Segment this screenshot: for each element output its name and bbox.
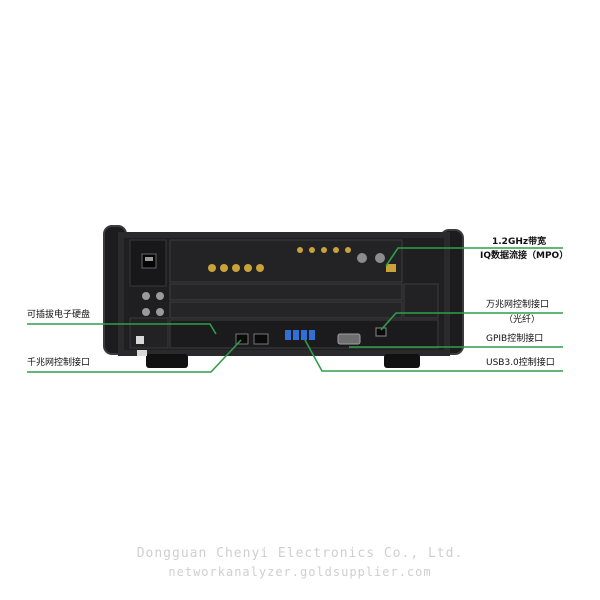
callout-gigabit: 千兆网控制接口 — [27, 358, 91, 368]
leader-line-tengig — [380, 312, 563, 331]
leader-line-gigabit — [27, 339, 242, 373]
watermark-site: networkanalyzer.goldsupplier.com — [168, 565, 432, 579]
mpo-port — [386, 264, 396, 272]
watermark-company: Dongguan Chenyi Electronics Co., Ltd. — [136, 546, 464, 561]
gpib-port — [337, 333, 361, 345]
callout-tengig-line2: （光纤） — [504, 315, 541, 325]
callout-gpib: GPIB控制接口 — [486, 334, 544, 344]
gold-connector — [244, 264, 252, 272]
leader-line-usb — [304, 339, 563, 372]
usb-port — [285, 330, 291, 340]
usb-port — [293, 330, 299, 340]
upper-module — [169, 239, 403, 283]
callout-tengig-line1: 万兆网控制接口 — [486, 300, 550, 310]
gold-connector — [256, 264, 264, 272]
callout-usb: USB3.0控制接口 — [486, 358, 555, 368]
usb-port — [301, 330, 307, 340]
callout-bandwidth-line1: 1.2GHz带宽 — [492, 237, 547, 247]
callout-bandwidth-line2: IQ数据流接（MPO） — [480, 251, 569, 261]
right-foot — [384, 354, 420, 368]
usb-port — [309, 330, 315, 340]
gold-connector — [208, 264, 216, 272]
callout-hotswap-disk: 可插拔电子硬盘 — [27, 310, 91, 320]
fiber-port — [375, 327, 387, 337]
mid-slot-1 — [169, 283, 403, 301]
leader-line-hotswap — [27, 323, 217, 335]
ethernet-port — [235, 333, 249, 345]
mid-slot-2 — [169, 301, 403, 319]
removable-disk-bay — [129, 317, 169, 349]
gold-connector — [232, 264, 240, 272]
gold-connector — [220, 264, 228, 272]
instrument-chassis — [103, 225, 464, 368]
left-foot — [146, 354, 188, 368]
leader-lines — [27, 247, 563, 373]
leader-line-bandwidth — [385, 247, 563, 267]
